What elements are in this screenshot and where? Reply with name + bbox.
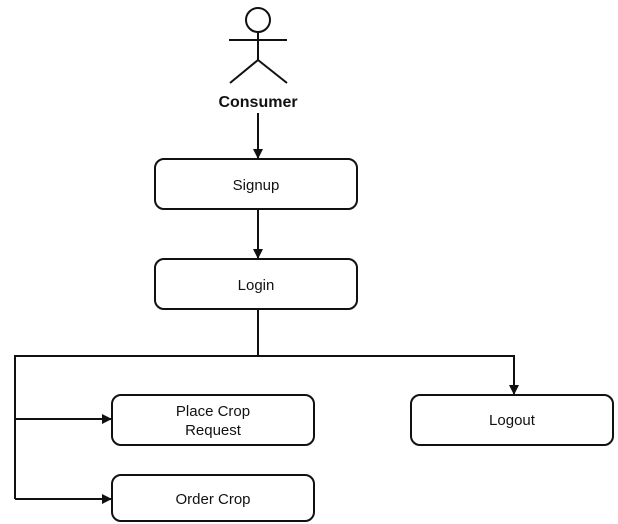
place-crop-request-label-line1: Place Crop [176,403,250,420]
order-crop-label: Order Crop [175,491,250,508]
login-box [154,258,358,310]
consumer-actor-icon [229,7,288,84]
place-crop-request-box [111,394,315,446]
logout-label: Logout [489,412,536,429]
login-label: Login [238,277,275,294]
order-crop-box [111,474,315,522]
consumer-label: Consumer [218,94,297,111]
place-crop-request-label-line2: Request [185,422,242,439]
signup-label: Signup [233,177,280,194]
logout-box [410,394,614,446]
signup-box [154,158,358,210]
